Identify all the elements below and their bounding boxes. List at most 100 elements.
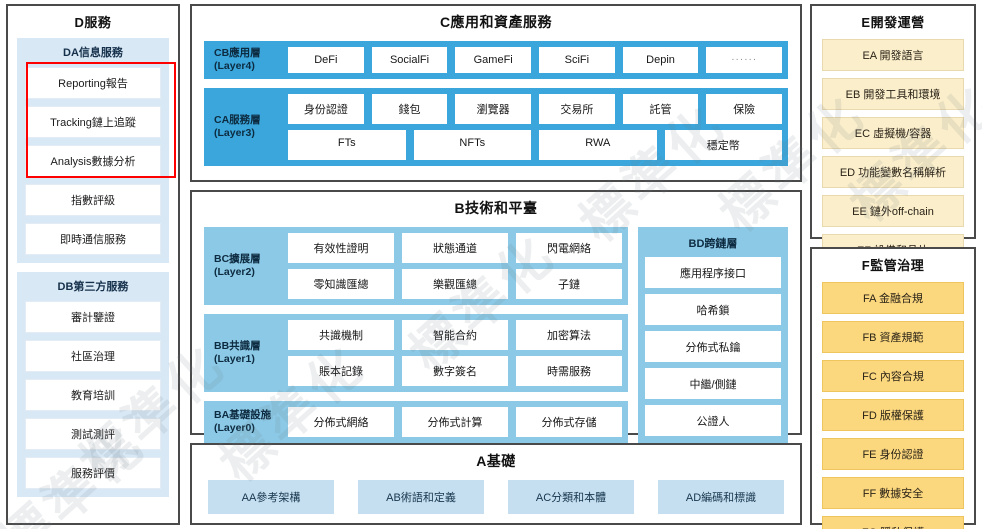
band-ba-infrastructure-layer: BA基礎設施 (Layer0) 分佈式網絡 分佈式計算 分佈式存儲: [204, 401, 628, 443]
panel-d-services: D服務 DA信息服務 Reporting報告 Tracking鏈上追蹤 Anal…: [6, 4, 180, 525]
bd-item-hash-lock[interactable]: 哈希鎖: [645, 294, 781, 325]
bd-item-relay-sidechain[interactable]: 中繼/側鏈: [645, 368, 781, 399]
band-cells: 共識機制 智能合約 加密算法 賬本記錄 數字簽名 時需服務: [288, 320, 622, 386]
d-item-audit[interactable]: 審計鑒證: [25, 301, 161, 333]
cell-distributed-network[interactable]: 分佈式網絡: [288, 407, 394, 437]
cell-validity-proof[interactable]: 有效性證明: [288, 233, 394, 263]
f-item-identity-auth[interactable]: FE 身份認證: [822, 438, 964, 470]
band-bd-cross-chain-layer: BD跨鏈層 應用程序接口 哈希鎖 分佈式私鑰 中繼/側鏈 公證人: [638, 227, 788, 443]
d-item-community-governance[interactable]: 社區治理: [25, 340, 161, 372]
d-item-index-rating[interactable]: 指數評級: [25, 184, 161, 216]
band-label-line1: CA服務層: [214, 114, 261, 127]
cell-distributed-compute[interactable]: 分佈式計算: [402, 407, 508, 437]
e-item-name-resolution[interactable]: ED 功能變數名稱解析: [822, 156, 964, 188]
e-item-vm-container[interactable]: EC 虛擬機/容器: [822, 117, 964, 149]
d-item-analysis[interactable]: Analysis數據分析: [25, 145, 161, 177]
band-cells: 分佈式網絡 分佈式計算 分佈式存儲: [288, 407, 622, 437]
bd-item-notary[interactable]: 公證人: [645, 405, 781, 436]
panel-f-regulation-governance: F監管治理 FA 金融合規 FB 資產規範 FC 內容合規 FD 版權保護 FE…: [810, 247, 976, 529]
cell-identity-auth[interactable]: 身份認證: [288, 94, 364, 125]
panel-c-title: C應用和資產服務: [439, 14, 553, 30]
band-label: BA基礎設施 (Layer0): [210, 407, 288, 437]
cell-scifi[interactable]: SciFi: [539, 47, 615, 73]
f-item-data-security[interactable]: FF 數據安全: [822, 477, 964, 509]
cell-ellipsis[interactable]: ······: [706, 47, 783, 73]
cell-timestamp-service[interactable]: 時需服務: [516, 356, 622, 386]
band-label-line1: BA基礎設施: [214, 408, 272, 421]
a-item-encoding-identifier[interactable]: AD編碼和標識: [658, 480, 784, 514]
cell-row: 賬本記錄 數字簽名 時需服務: [288, 356, 622, 386]
f-item-privacy-protection[interactable]: FG 隱私保護: [822, 516, 964, 529]
bd-item-distributed-key[interactable]: 分佈式私鑰: [645, 331, 781, 362]
cell-sidechain[interactable]: 子鏈: [516, 269, 622, 299]
band-label-line1: BC擴展層: [214, 252, 261, 265]
cell-defi[interactable]: DeFi: [288, 47, 364, 73]
band-cells: 有效性證明 狀態通道 閃電網絡 零知識匯總 樂觀匯總 子鏈: [288, 233, 622, 299]
panel-a-title: A基礎: [476, 453, 516, 469]
d-item-service-rating[interactable]: 服務評價: [25, 457, 161, 489]
a-item-classification[interactable]: AC分類和本體: [508, 480, 634, 514]
cell-row: DeFi SocialFi GameFi SciFi Depin ······: [288, 47, 783, 73]
cell-wallet[interactable]: 錢包: [371, 94, 448, 125]
cell-ledger-record[interactable]: 賬本記錄: [288, 356, 394, 386]
cell-gamefi[interactable]: GameFi: [455, 47, 532, 73]
cell-insurance[interactable]: 保險: [706, 94, 783, 125]
panel-a-items: AA參考架構 AB術語和定義 AC分類和本體 AD編碼和標識: [208, 480, 784, 514]
e-item-dev-language[interactable]: EA 開發語言: [822, 39, 964, 71]
cell-custody[interactable]: 託管: [622, 94, 699, 125]
panel-b-technology-platform: B技術和平臺 BC擴展層 (Layer2) 有效性證明 狀態通道 閃電網絡: [190, 190, 802, 443]
panel-e-development-operations: E開發運營 EA 開發語言 EB 開發工具和環境 EC 虛擬機/容器 ED 功能…: [810, 4, 976, 266]
cell-depin[interactable]: Depin: [622, 47, 699, 73]
cell-optimistic-rollup[interactable]: 樂觀匯總: [402, 269, 508, 299]
cell-row: 有效性證明 狀態通道 閃電網絡: [288, 233, 622, 263]
band-label-line2: (Layer4): [214, 60, 255, 73]
d-item-education-training[interactable]: 教育培訓: [25, 379, 161, 411]
band-label-line2: (Layer3): [214, 127, 255, 140]
cell-lightning-network[interactable]: 閃電網絡: [516, 233, 622, 263]
band-label: CA服務層 (Layer3): [210, 94, 288, 160]
f-item-financial-compliance[interactable]: FA 金融合規: [822, 282, 964, 314]
cell-consensus-mechanism[interactable]: 共識機制: [288, 320, 394, 350]
cell-browser[interactable]: 瀏覽器: [455, 94, 532, 125]
e-item-off-chain[interactable]: EE 鏈外off-chain: [822, 195, 964, 227]
group-db-third-party-services: DB第三方服務 審計鑒證 社區治理 教育培訓 測試測評 服務評價: [17, 272, 169, 497]
band-cells: 身份認證 錢包 瀏覽器 交易所 託管 保險 FTs NFTs RWA 穩定幣: [288, 94, 783, 161]
cell-smart-contract[interactable]: 智能合約: [402, 320, 508, 350]
band-bb-consensus-layer: BB共識層 (Layer1) 共識機制 智能合約 加密算法 賬本記錄 數字簽名 …: [204, 314, 628, 392]
panel-f-items: FA 金融合規 FB 資產規範 FC 內容合規 FD 版權保護 FE 身份認證 …: [822, 282, 964, 529]
band-label-line2: (Layer2): [214, 266, 255, 278]
f-item-copyright-protection[interactable]: FD 版權保護: [822, 399, 964, 431]
group-title: DA信息服務: [63, 47, 123, 59]
cell-exchange[interactable]: 交易所: [539, 94, 615, 125]
a-item-terminology[interactable]: AB術語和定義: [358, 480, 484, 514]
band-cells: DeFi SocialFi GameFi SciFi Depin ······: [288, 47, 783, 73]
bd-title: BD跨鏈層: [688, 238, 738, 250]
cell-nfts[interactable]: NFTs: [413, 130, 531, 161]
cell-fts[interactable]: FTs: [288, 130, 406, 161]
band-cb-application-layer: CB應用層 (Layer4) DeFi SocialFi GameFi SciF…: [204, 41, 788, 80]
band-label-line2: (Layer1): [214, 353, 255, 365]
d-item-testing-evaluation[interactable]: 測試測評: [25, 418, 161, 450]
cell-encryption-algorithm[interactable]: 加密算法: [516, 320, 622, 350]
cell-stablecoin[interactable]: 穩定幣: [664, 130, 782, 161]
d-item-instant-messaging[interactable]: 即時通信服務: [25, 223, 161, 255]
bd-item-api[interactable]: 應用程序接口: [645, 257, 781, 288]
e-item-dev-tools[interactable]: EB 開發工具和環境: [822, 78, 964, 110]
d-item-reporting[interactable]: Reporting報告: [25, 67, 161, 99]
cell-rwa[interactable]: RWA: [539, 130, 657, 161]
cell-row: 身份認證 錢包 瀏覽器 交易所 託管 保險: [288, 94, 783, 125]
cell-state-channel[interactable]: 狀態通道: [402, 233, 508, 263]
d-item-tracking[interactable]: Tracking鏈上追蹤: [25, 106, 161, 138]
cell-zk-rollup[interactable]: 零知識匯總: [288, 269, 394, 299]
band-label: BB共識層 (Layer1): [210, 320, 288, 386]
a-item-reference-architecture[interactable]: AA參考架構: [208, 480, 334, 514]
cell-row: FTs NFTs RWA 穩定幣: [288, 130, 782, 161]
f-item-content-compliance[interactable]: FC 內容合規: [822, 360, 964, 392]
panel-b-body: BC擴展層 (Layer2) 有效性證明 狀態通道 閃電網絡 零知識匯總 樂觀匯…: [204, 227, 788, 443]
panel-b-layer-stack: BC擴展層 (Layer2) 有效性證明 狀態通道 閃電網絡 零知識匯總 樂觀匯…: [204, 227, 628, 443]
f-item-asset-standards[interactable]: FB 資產規範: [822, 321, 964, 353]
cell-socialfi[interactable]: SocialFi: [371, 47, 448, 73]
cell-digital-signature[interactable]: 數字簽名: [402, 356, 508, 386]
cell-row: 零知識匯總 樂觀匯總 子鏈: [288, 269, 622, 299]
cell-distributed-storage[interactable]: 分佈式存儲: [516, 407, 622, 437]
